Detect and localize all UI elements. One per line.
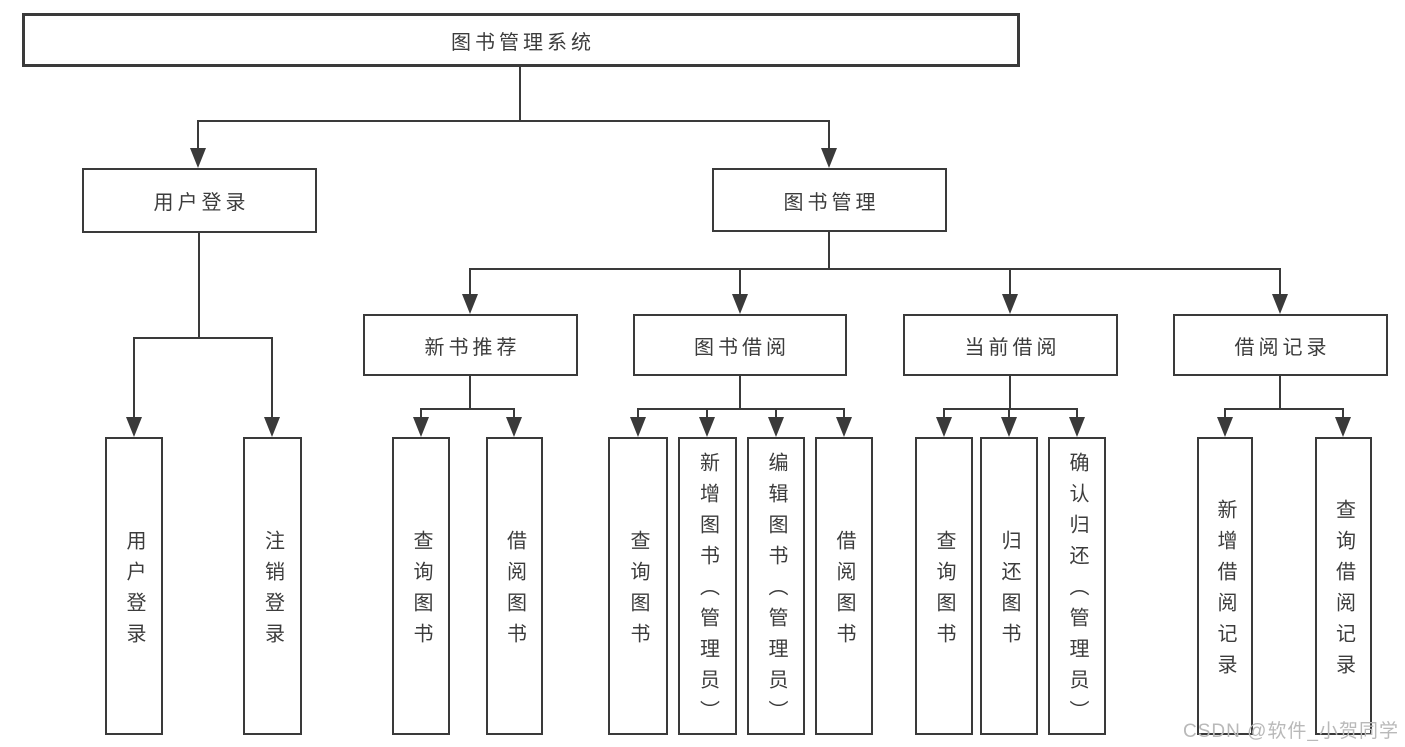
node-new-book-recommendation: 新书推荐 [363,314,578,376]
arrowhead-down-icon [1272,294,1288,314]
arrowhead-down-icon [821,148,837,168]
connector-hline [943,408,1077,410]
node-label: 借阅图书 [833,529,855,654]
arrowhead-down-icon [699,417,715,437]
node-logout-action: 注销登录 [243,437,302,735]
connector-vline [198,233,200,337]
node-query-books-current: 查询图书 [915,437,973,735]
node-query-books-recommend: 查询图书 [392,437,450,735]
connector-hline [133,337,273,339]
node-library-management-system: 图书管理系统 [22,13,1020,67]
arrowhead-down-icon [1001,417,1017,437]
connector-hline [469,268,1281,270]
connector-vline [828,232,830,268]
node-label: 查询图书 [627,529,649,654]
connector-vline [519,67,521,120]
node-return-books: 归还图书 [980,437,1038,735]
arrowhead-down-icon [462,294,478,314]
connector-vline [197,120,199,160]
arrowhead-down-icon [732,294,748,314]
node-label: 借阅图书 [503,529,526,654]
arrowhead-down-icon [1217,417,1233,437]
node-label: 用户登录 [123,529,145,654]
connector-vline [1009,268,1011,304]
csdn-watermark: CSDN @软件_小贺同学 [1183,721,1399,742]
node-borrow-books: 借阅图书 [815,437,873,735]
arrowhead-down-icon [190,148,206,168]
connector-vline [133,337,135,427]
node-label: 图书管理系统 [451,31,595,54]
node-borrowing-records: 借阅记录 [1173,314,1388,376]
node-label: 注销登录 [261,529,284,654]
connector-hline [198,120,830,122]
node-query-borrow-record: 查询借阅记录 [1315,437,1372,735]
node-add-borrow-record: 新增借阅记录 [1197,437,1253,735]
connector-vline [469,268,471,304]
arrowhead-down-icon [936,417,952,437]
arrowhead-down-icon [630,417,646,437]
arrowhead-down-icon [768,417,784,437]
arrowhead-down-icon [506,417,522,437]
node-confirm-return-admin: 确认归还（管理员） [1048,437,1106,735]
node-current-borrowing: 当前借阅 [903,314,1118,376]
node-book-management: 图书管理 [712,168,947,232]
node-user-login: 用户登录 [82,168,317,233]
node-label: 查询图书 [933,529,955,654]
node-user-login-action: 用户登录 [105,437,163,735]
arrowhead-down-icon [1069,417,1085,437]
node-label: 编辑图书（管理员） [765,452,787,731]
connector-hline [1224,408,1344,410]
node-label: 确认归还（管理员） [1066,452,1088,731]
node-borrow-books-recommend: 借阅图书 [486,437,543,735]
connector-vline [828,120,830,160]
node-label: 新增图书（管理员） [696,452,719,731]
arrowhead-down-icon [126,417,142,437]
arrowhead-down-icon [1335,417,1351,437]
arrowhead-down-icon [836,417,852,437]
node-label: 新书推荐 [424,336,521,359]
node-query-books-borrowing: 查询图书 [608,437,668,735]
node-label: 借阅记录 [1234,336,1331,359]
node-label: 新增借阅记录 [1214,498,1236,685]
node-label: 当前借阅 [964,336,1061,359]
connector-vline [739,376,741,408]
connector-hline [420,408,515,410]
connector-vline [739,268,741,304]
arrowhead-down-icon [1002,294,1018,314]
connector-vline [271,337,273,427]
arrowhead-down-icon [413,417,429,437]
arrowhead-down-icon [264,417,280,437]
node-label: 图书借阅 [694,336,790,359]
node-label: 图书管理 [783,191,880,214]
connector-vline [1279,376,1281,408]
node-label: 归还图书 [998,529,1020,654]
node-edit-books-admin: 编辑图书（管理员） [747,437,805,735]
node-label: 用户登录 [153,192,250,214]
connector-vline [1009,376,1011,408]
node-add-books-admin: 新增图书（管理员） [678,437,737,735]
node-label: 查询借阅记录 [1332,498,1355,685]
connector-vline [469,376,471,408]
connector-vline [1279,268,1281,304]
node-book-borrowing: 图书借阅 [633,314,847,376]
node-label: 查询图书 [410,529,432,654]
connector-hline [637,408,844,410]
